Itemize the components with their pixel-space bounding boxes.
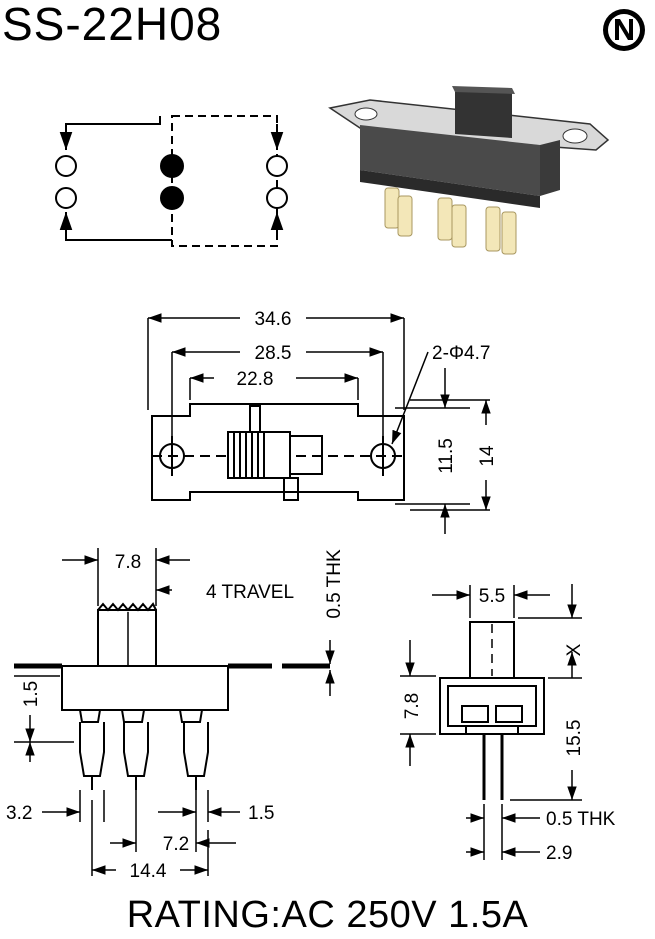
dim-travel: 4 TRAVEL (206, 582, 294, 603)
dim-body-height: 7.8 (402, 693, 423, 719)
dim-hole-dia: 2-Φ4.7 (432, 343, 490, 364)
dim-pin-width: 1.5 (248, 803, 274, 824)
dim-height-inner: 11.5 (436, 438, 457, 474)
dim-pin-left: 3.2 (6, 803, 32, 824)
switch-photo (328, 86, 610, 255)
side-view (14, 602, 330, 790)
brand-logo (603, 9, 645, 51)
dim-actuator-width: 5.5 (479, 586, 505, 607)
dim-offset: 1.5 (21, 681, 42, 707)
dim-pin-pitch: 2.9 (546, 843, 572, 864)
dim-height-outer: 14 (477, 445, 498, 467)
top-view (151, 403, 405, 501)
dim-x: X (564, 643, 585, 656)
dim-overall: 34.6 (255, 309, 292, 330)
dim-body: 22.8 (237, 369, 274, 390)
dim-total-height: 15.5 (564, 720, 585, 757)
end-view (439, 621, 545, 800)
page-title: SS-22H08 (2, 0, 223, 50)
dim-span: 14.4 (130, 861, 167, 882)
side-view-dimensions (14, 548, 335, 876)
dim-plate-thk: 0.5 THK (324, 549, 345, 619)
dim-pin-thk: 0.5 THK (546, 809, 616, 830)
end-view-dimensions (400, 584, 582, 860)
dim-actuator: 7.8 (115, 552, 141, 573)
dim-holes: 28.5 (255, 343, 292, 364)
circuit-schematic (55, 115, 288, 247)
top-view-dimensions (147, 313, 491, 534)
rating-text: RATING:AC 250V 1.5A (126, 894, 529, 936)
dim-pitch: 7.2 (163, 834, 189, 855)
